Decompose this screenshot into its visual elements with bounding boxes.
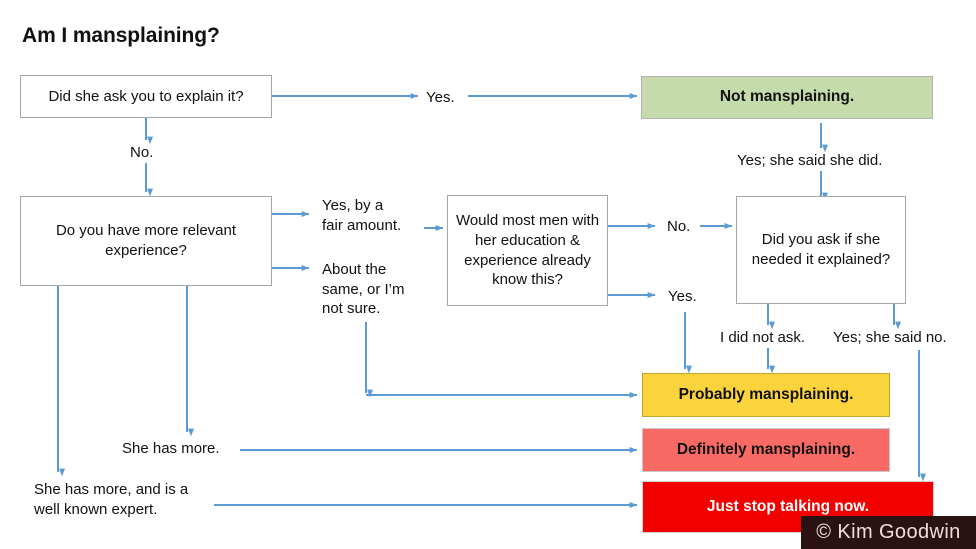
page-title: Am I mansplaining?: [22, 24, 220, 47]
edge-label-yes-top: Yes.: [426, 89, 455, 106]
edge-label-she-has-more-well-known-expert: She has more, and is a well known expert…: [34, 481, 189, 518]
node-would-most-men-already-know-this[interactable]: Would most men with her education & expe…: [447, 195, 608, 306]
copyright-watermark: © Kim Goodwin: [801, 516, 976, 549]
edge-label-she-has-more: She has more.: [122, 440, 220, 457]
edge-label-about-the-same-or-im-not-sure: About the same, or I’m not sure.: [322, 261, 405, 317]
node-result-not-mansplaining[interactable]: Not mansplaining.: [641, 76, 933, 119]
edge-label-yes-to-probably: Yes.: [668, 288, 697, 305]
edge-label-yes-by-a-fair-amount: Yes, by a fair amount.: [322, 197, 402, 234]
edge-label-i-did-not-ask: I did not ask.: [720, 329, 806, 346]
edge-label-no-to-q2: No.: [130, 144, 154, 161]
node-result-probably-mansplaining[interactable]: Probably mansplaining.: [642, 373, 890, 417]
edge-label-no-to-q4: No.: [667, 218, 691, 235]
node-result-definitely-mansplaining[interactable]: Definitely mansplaining.: [642, 428, 890, 472]
edge-label-yes-she-said-no: Yes; she said no.: [833, 329, 947, 346]
node-do-you-have-more-relevant-experience[interactable]: Do you have more relevant experience?: [20, 196, 272, 286]
node-did-you-ask-if-she-needed-it-explained[interactable]: Did you ask if she needed it explained?: [736, 196, 906, 304]
node-result-just-stop-talking-now[interactable]: Just stop talking now.: [642, 481, 934, 533]
edge-label-yes-she-said-she-did: Yes; she said she did.: [737, 152, 883, 169]
node-did-she-ask-you-to-explain-it[interactable]: Did she ask you to explain it?: [20, 75, 272, 118]
